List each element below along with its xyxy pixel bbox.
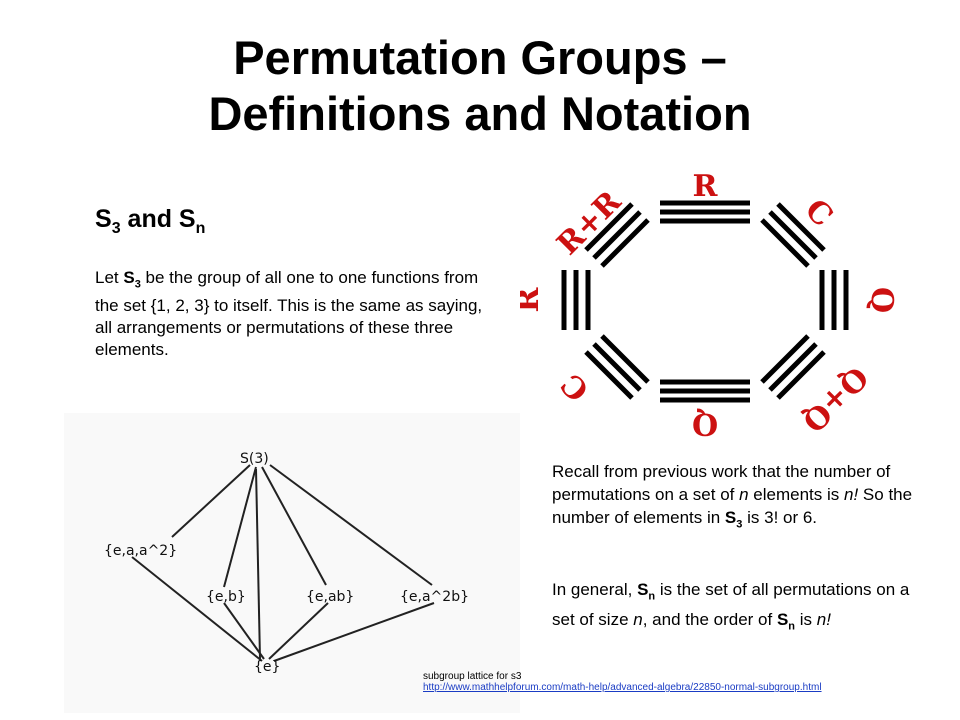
slide-title: Permutation Groups – Definitions and Not… bbox=[0, 30, 960, 142]
octagon-diagram: R C Q Q+Q Q C R R+R bbox=[520, 170, 899, 440]
lattice-node-top: S(3) bbox=[240, 451, 269, 467]
title-line-2: Definitions and Notation bbox=[208, 87, 752, 140]
lattice-node-mid2: {e,ab} bbox=[306, 589, 354, 605]
section-heading: S3 and Sn bbox=[95, 205, 206, 237]
caption-label: subgroup lattice for s3 bbox=[423, 671, 522, 682]
recall-paragraph: Recall from previous work that the numbe… bbox=[552, 462, 913, 531]
lattice-node-bottom: {e} bbox=[254, 659, 280, 675]
title-line-1: Permutation Groups – bbox=[233, 31, 727, 84]
octagon-label-bottom-left: C bbox=[554, 366, 596, 408]
source-link[interactable]: http://www.mathhelpforum.com/math-help/a… bbox=[423, 682, 822, 693]
image-caption: subgroup lattice for s3 http://www.mathh… bbox=[423, 671, 843, 693]
octagon-label-bottom: Q bbox=[692, 406, 718, 440]
octagon-label-top: R bbox=[693, 170, 719, 204]
lattice-node-mid1: {e,b} bbox=[206, 589, 246, 605]
subgroup-lattice-diagram: S(3) {e,a,a^2} {e,b} {e,ab} {e,a^2b} {e} bbox=[104, 451, 469, 675]
lattice-node-mid3: {e,a^2b} bbox=[400, 589, 469, 605]
lattice-node-left: {e,a,a^2} bbox=[104, 543, 177, 559]
intro-paragraph: Let S3 be the group of all one to one fu… bbox=[95, 268, 483, 360]
general-paragraph: In general, Sn is the set of all permuta… bbox=[552, 580, 910, 633]
octagon-label-right: Q bbox=[864, 287, 899, 313]
octagon-label-left: R bbox=[520, 286, 546, 312]
